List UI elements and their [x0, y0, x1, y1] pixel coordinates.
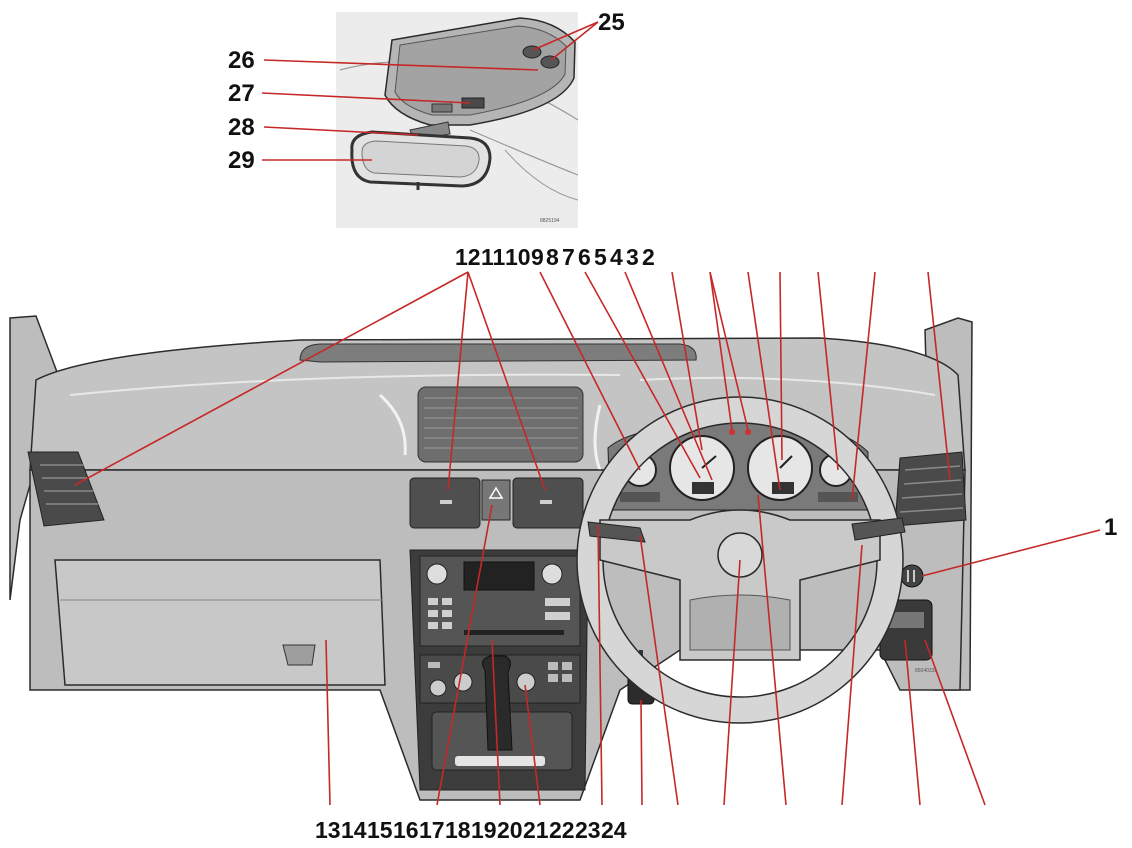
label-15: 15 — [367, 817, 393, 843]
label-13: 13 — [315, 817, 341, 843]
label-29: 29 — [228, 147, 255, 174]
label-27: 27 — [228, 80, 255, 107]
inset-code: 8825194 — [540, 218, 560, 224]
label-11: 11 — [481, 244, 506, 270]
label-5: 5 — [594, 244, 607, 270]
label-18: 18 — [445, 817, 471, 843]
defroster-vent — [299, 343, 697, 363]
label-4: 4 — [610, 244, 623, 270]
wiper-stalk — [851, 517, 906, 541]
headlight-switch — [900, 564, 924, 588]
label-12: 12 — [455, 244, 481, 270]
label-1: 1 — [1104, 514, 1117, 541]
horn-pad — [717, 532, 763, 578]
label-10: 10 — [505, 244, 531, 270]
reading-lamp-right — [540, 55, 560, 69]
label-8: 8 — [546, 244, 559, 270]
dashboard: 8504033r — [9, 315, 973, 801]
right-side-vent — [894, 451, 967, 527]
label-6: 6 — [578, 244, 591, 270]
label-19: 19 — [471, 817, 497, 843]
label-23: 23 — [575, 817, 601, 843]
tuning-knob — [541, 563, 563, 585]
label-26: 26 — [228, 47, 255, 74]
label-24: 24 — [601, 817, 627, 843]
left-side-vent — [27, 451, 105, 527]
dash-code: 8504033r — [915, 668, 936, 674]
label-25: 25 — [598, 9, 625, 36]
steering-wheel-rim — [577, 397, 903, 723]
temperature-knob — [453, 672, 473, 692]
speaker-grille — [417, 386, 584, 463]
label-14: 14 — [341, 817, 367, 843]
turn-signal-stalk — [587, 521, 646, 543]
overhead-console-inset: 8825194 — [336, 12, 579, 228]
label-3: 3 — [626, 244, 639, 270]
callout-labels: 26 27 28 29 25 12 11 10 9 8 7 6 5 4 3 2 … — [228, 9, 1117, 843]
audio-display — [463, 561, 535, 591]
volume-knob — [426, 563, 448, 585]
label-20: 20 — [497, 817, 523, 843]
leader-lines — [74, 21, 1101, 806]
hazard-switch — [481, 479, 511, 521]
label-17: 17 — [419, 817, 445, 843]
label-9: 9 — [531, 244, 544, 270]
label-22: 22 — [549, 817, 575, 843]
label-16: 16 — [393, 817, 419, 843]
gear-lever — [481, 655, 513, 751]
label-2: 2 — [642, 244, 655, 270]
label-21: 21 — [523, 817, 549, 843]
glovebox-handle — [282, 644, 316, 666]
label-7: 7 — [562, 244, 575, 270]
steering-wheel-hub — [599, 509, 881, 661]
glovebox — [54, 559, 386, 686]
label-28: 28 — [228, 114, 255, 141]
